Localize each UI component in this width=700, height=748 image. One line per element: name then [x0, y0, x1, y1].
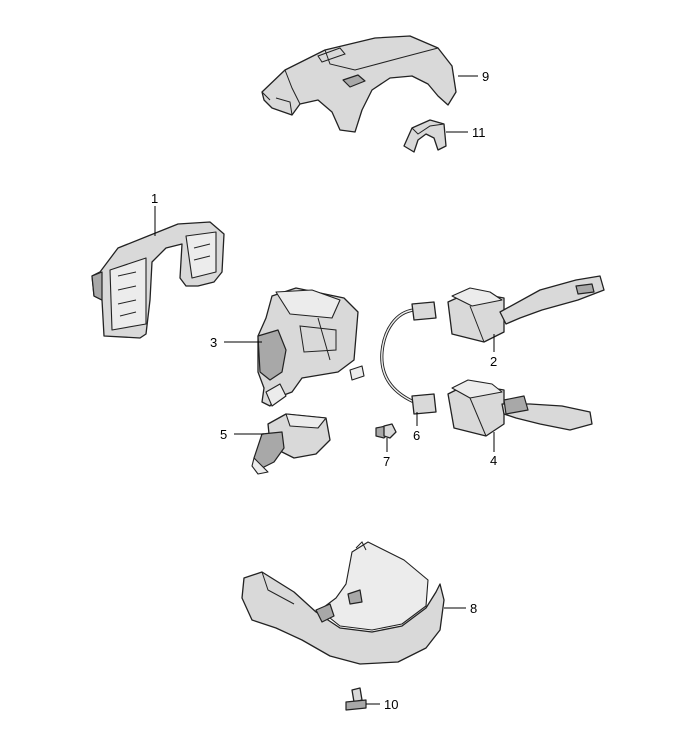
part-11-trim-clip	[403, 119, 447, 153]
part-5-switch	[251, 413, 331, 475]
part-3-lock-housing	[257, 287, 365, 407]
callout-11: 11	[472, 125, 486, 140]
callout-labels: 1 2 3 4 5 6 7 8 9 10 11	[151, 69, 497, 712]
leader-lines	[154, 75, 495, 705]
callout-1: 1	[151, 191, 158, 206]
part-6-cable	[380, 301, 437, 415]
callout-4: 4	[490, 453, 497, 468]
callout-10: 10	[384, 697, 398, 712]
part-7-screw	[375, 423, 397, 439]
callout-7: 7	[383, 454, 390, 469]
part-8-lower-shroud	[241, 541, 445, 665]
part-9-upper-shroud	[261, 35, 457, 133]
callout-3: 3	[210, 335, 217, 350]
part-1-module-frame	[91, 221, 225, 339]
callout-9: 9	[482, 69, 489, 84]
callout-6: 6	[413, 428, 420, 443]
callout-8: 8	[470, 601, 477, 616]
part-2-upper-switch	[447, 275, 605, 343]
part-10-screw	[345, 687, 367, 711]
callout-2: 2	[490, 354, 497, 369]
part-4-lower-switch	[447, 379, 593, 437]
callout-5: 5	[220, 427, 227, 442]
